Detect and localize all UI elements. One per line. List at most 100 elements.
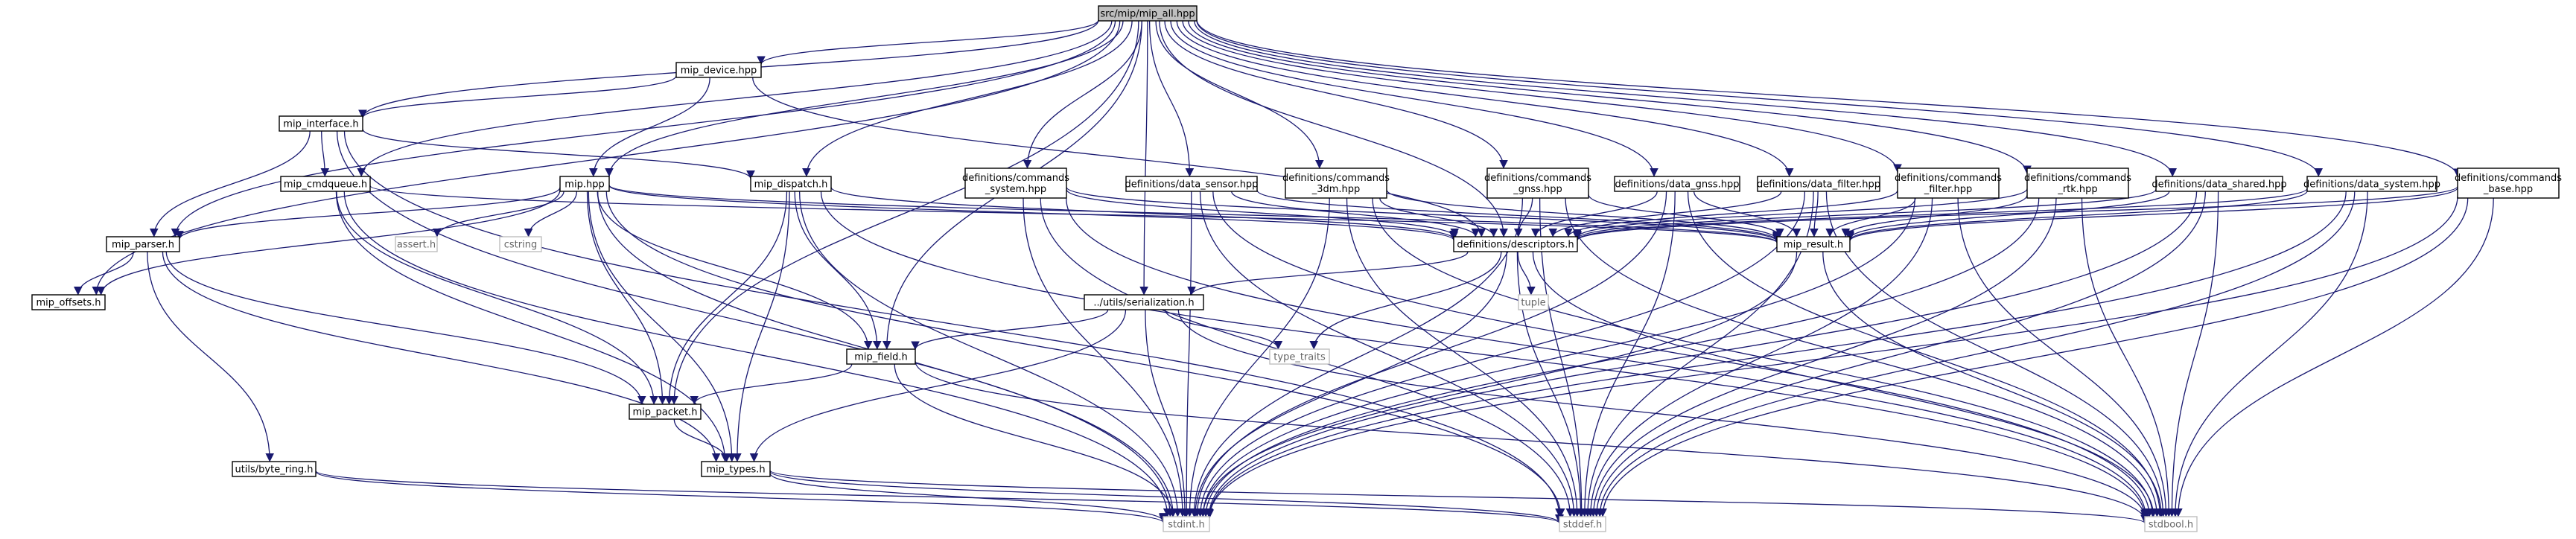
edge-mip_device-to-mip_hpp (588, 77, 710, 177)
edge-mip_hpp-to-mip_result (608, 185, 1781, 243)
edge-cmd_rtk-to-stddef (1588, 197, 2057, 517)
node-cmd_system-label: definitions/commands (962, 173, 1069, 184)
edge-mip_hpp-to-descriptors (608, 185, 1458, 241)
node-byte_ring[interactable]: utils/byte_ring.h (232, 461, 317, 477)
node-tuple[interactable]: tuple (1518, 294, 1549, 310)
edge-cmd_rtk-to-stdint (1201, 197, 2040, 517)
node-root[interactable]: src/mip/mip_all.hpp (1098, 5, 1198, 22)
edge-descriptors-to-stdint (1190, 251, 1507, 517)
node-cmd_3dm-box (1285, 168, 1387, 199)
node-mip_types-label: mip_types.h (706, 465, 765, 476)
node-mip_interface-box (279, 115, 363, 132)
node-descriptors-label: definitions/descriptors.h (1457, 240, 1574, 251)
node-stdbool[interactable]: stdbool.h (2144, 516, 2198, 532)
edge-cmd_rtk-to-descriptors (1573, 188, 2028, 238)
edge-root-to-data_filter (1176, 20, 1794, 177)
node-cstring-label: cstring (504, 240, 537, 251)
edge-mip_device-to-mip_interface (358, 75, 677, 118)
node-stddef[interactable]: stddef.h (1559, 516, 1606, 532)
edge-cmd_base-to-mip_result (1845, 187, 2458, 242)
node-cmd_gnss-label: _gnss.hpp (1513, 184, 1562, 195)
edge-data_system-to-stdbool (2171, 191, 2368, 517)
node-mip_field[interactable]: mip_field.h (846, 348, 916, 365)
node-type_traits-box (1269, 348, 1330, 365)
node-mip_parser[interactable]: mip_parser.h (106, 236, 180, 252)
node-cmd_base[interactable]: definitions/commands_base.hpp (2455, 168, 2562, 199)
node-data_shared[interactable]: definitions/data_shared.hpp (2152, 176, 2287, 192)
edge-mip_dispatch-to-stdint (798, 191, 1183, 517)
node-cmd_gnss-label: definitions/commands (1484, 173, 1591, 184)
node-data_sensor[interactable]: definitions/data_sensor.hpp (1125, 176, 1259, 192)
node-mip_interface[interactable]: mip_interface.h (279, 115, 363, 132)
edge-root-to-mip_device (757, 19, 1099, 66)
node-serialization[interactable]: ../utils/serialization.h (1084, 294, 1204, 310)
node-data_gnss[interactable]: definitions/data_gnss.hpp (1614, 176, 1740, 192)
node-mip_interface-label: mip_interface.h (283, 119, 358, 130)
edge-cmd_system-to-descriptors (1066, 189, 1459, 237)
edge-mip_interface-to-stddef (343, 130, 1564, 517)
node-stdint[interactable]: stdint.h (1163, 516, 1210, 532)
node-descriptors[interactable]: definitions/descriptors.h (1453, 236, 1578, 252)
node-cmd_base-label: _base.hpp (2483, 184, 2533, 195)
node-mip_packet[interactable]: mip_packet.h (629, 404, 702, 420)
edge-root-to-cmd_3dm (1155, 20, 1324, 169)
edge-mip_dispatch-to-descriptors (830, 186, 1458, 240)
node-type_traits[interactable]: type_traits (1269, 348, 1330, 365)
edge-data_sensor-to-stdint (1182, 191, 1192, 517)
node-root-label: src/mip/mip_all.hpp (1100, 9, 1195, 20)
edge-mip_interface-to-stdint (336, 130, 1175, 517)
edge-data_shared-to-stdint (1204, 191, 2198, 517)
node-data_filter[interactable]: definitions/data_filter.hpp (1757, 176, 1880, 192)
edges-layer (73, 19, 2494, 524)
node-data_shared-box (2155, 176, 2283, 192)
edge-mip_packet-to-mip_types (673, 418, 731, 462)
edge-root-to-data_shared (1194, 20, 2177, 177)
edge-cmd_base-to-stddef (1598, 197, 2469, 517)
edge-data_filter-to-mip_result (1810, 191, 1819, 237)
edge-descriptors-to-tuple (1517, 251, 1536, 296)
edge-root-to-mip_cmdqueue (357, 20, 1113, 177)
node-descriptors-box (1453, 236, 1578, 252)
node-mip_result[interactable]: mip_result.h (1776, 236, 1851, 252)
edge-cmd_gnss-to-stdint (1189, 197, 1524, 517)
edge-data_shared-to-mip_result (1845, 191, 2170, 240)
node-mip_device[interactable]: mip_device.hpp (675, 62, 762, 78)
node-mip_offsets[interactable]: mip_offsets.h (31, 294, 106, 310)
node-mip_hpp[interactable]: mip.hpp (559, 176, 610, 192)
node-serialization-label: ../utils/serialization.h (1093, 298, 1194, 309)
node-mip_offsets-box (31, 294, 106, 310)
edge-cmd_filter-to-stdint (1198, 197, 1915, 517)
node-cmd_rtk-label: _rtk.hpp (2057, 184, 2097, 195)
node-cmd_base-box (2457, 168, 2560, 199)
node-cmd_gnss[interactable]: definitions/commands_gnss.hpp (1484, 168, 1591, 199)
edge-data_sensor-to-stddef (1199, 191, 1579, 517)
edge-root-to-data_gnss (1170, 20, 1659, 177)
edge-cmd_3dm-to-stdint (1185, 197, 1330, 517)
node-mip_dispatch[interactable]: mip_dispatch.h (750, 176, 832, 192)
node-stdint-label: stdint.h (1168, 520, 1204, 531)
node-cstring[interactable]: cstring (499, 236, 542, 252)
node-mip_types[interactable]: mip_types.h (701, 461, 771, 477)
node-mip_parser-label: mip_parser.h (112, 240, 174, 251)
edge-cmd_gnss-to-mip_result (1588, 194, 1784, 237)
node-cmd_filter[interactable]: definitions/commands_filter.hpp (1895, 168, 2002, 199)
edge-root-to-cmd_filter (1182, 20, 1902, 173)
node-mip_cmdqueue[interactable]: mip_cmdqueue.h (280, 176, 371, 192)
node-tuple-box (1518, 294, 1549, 310)
node-cmd_rtk[interactable]: definitions/commands_rtk.hpp (2024, 168, 2131, 199)
edge-serialization-to-mip_types (749, 309, 1127, 462)
node-stddef-label: stddef.h (1563, 520, 1602, 531)
edge-mip_hpp-to-stddef (605, 191, 1565, 517)
node-cmd_3dm[interactable]: definitions/commands_3dm.hpp (1282, 168, 1390, 199)
node-data_shared-label: definitions/data_shared.hpp (2152, 179, 2286, 191)
edge-data_gnss-to-stdint (1192, 191, 1667, 517)
node-root-box (1098, 5, 1198, 22)
node-data_gnss-label: definitions/data_gnss.hpp (1615, 179, 1739, 191)
edge-data_sensor-to-mip_result (1256, 190, 1781, 241)
node-assert[interactable]: assert.h (395, 236, 438, 252)
node-data_system[interactable]: definitions/data_system.hpp (2303, 176, 2440, 192)
node-cmd_system[interactable]: definitions/commands_system.hpp (962, 168, 1069, 199)
edge-data_sensor-to-stdbool (1212, 191, 2154, 517)
edge-data_filter-to-stdint (1195, 191, 1806, 517)
